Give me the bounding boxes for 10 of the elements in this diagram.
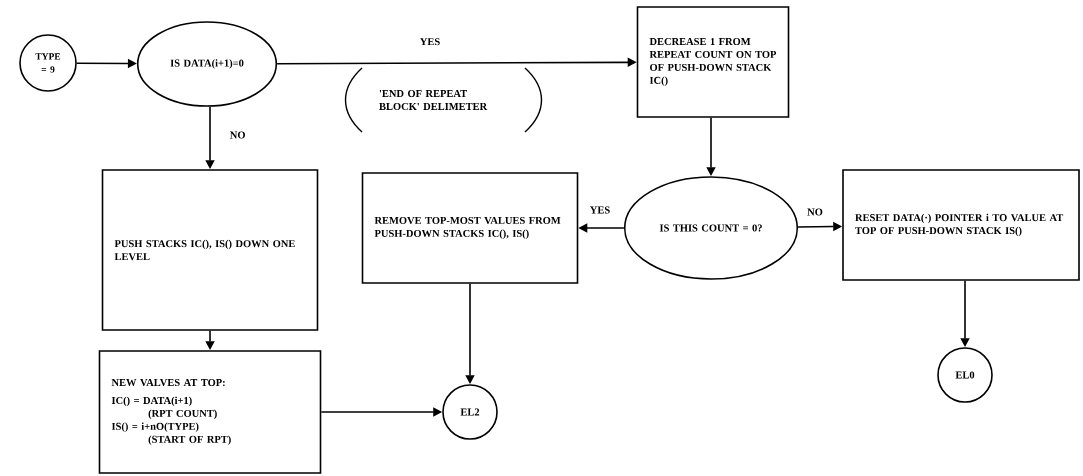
process-box: DECREASE 1 FROM REPEAT COUNT ON TOP OF PUSH-DOWN STACK IC(): [636, 6, 790, 118]
edge-label: YES: [588, 205, 612, 215]
process-box: REMOVE TOP-MOST VALUES FROM PUSH-DOWN STACKS IC(), IS(): [361, 172, 579, 284]
edge-label: NO: [806, 207, 824, 217]
edge-label: NO: [228, 130, 247, 140]
process-box: RESET DATA(·) POINTER i TO VALUE AT TOP OF PUSH-DOWN STACK IS(): [842, 169, 1080, 281]
bracketed-note: 'END OF REPEAT BLOCK' DELIMETER: [344, 67, 543, 133]
edge-label: YES: [418, 37, 442, 47]
process-box: PUSH STACKS IC(), IS() DOWN ONE LEVEL: [101, 169, 319, 331]
process-box: NEW VALVES AT TOP: IC() = DATA(i+1) (RPT COUNT) IS() = i+nO(TYPE) (START OF RPT): [98, 350, 322, 474]
